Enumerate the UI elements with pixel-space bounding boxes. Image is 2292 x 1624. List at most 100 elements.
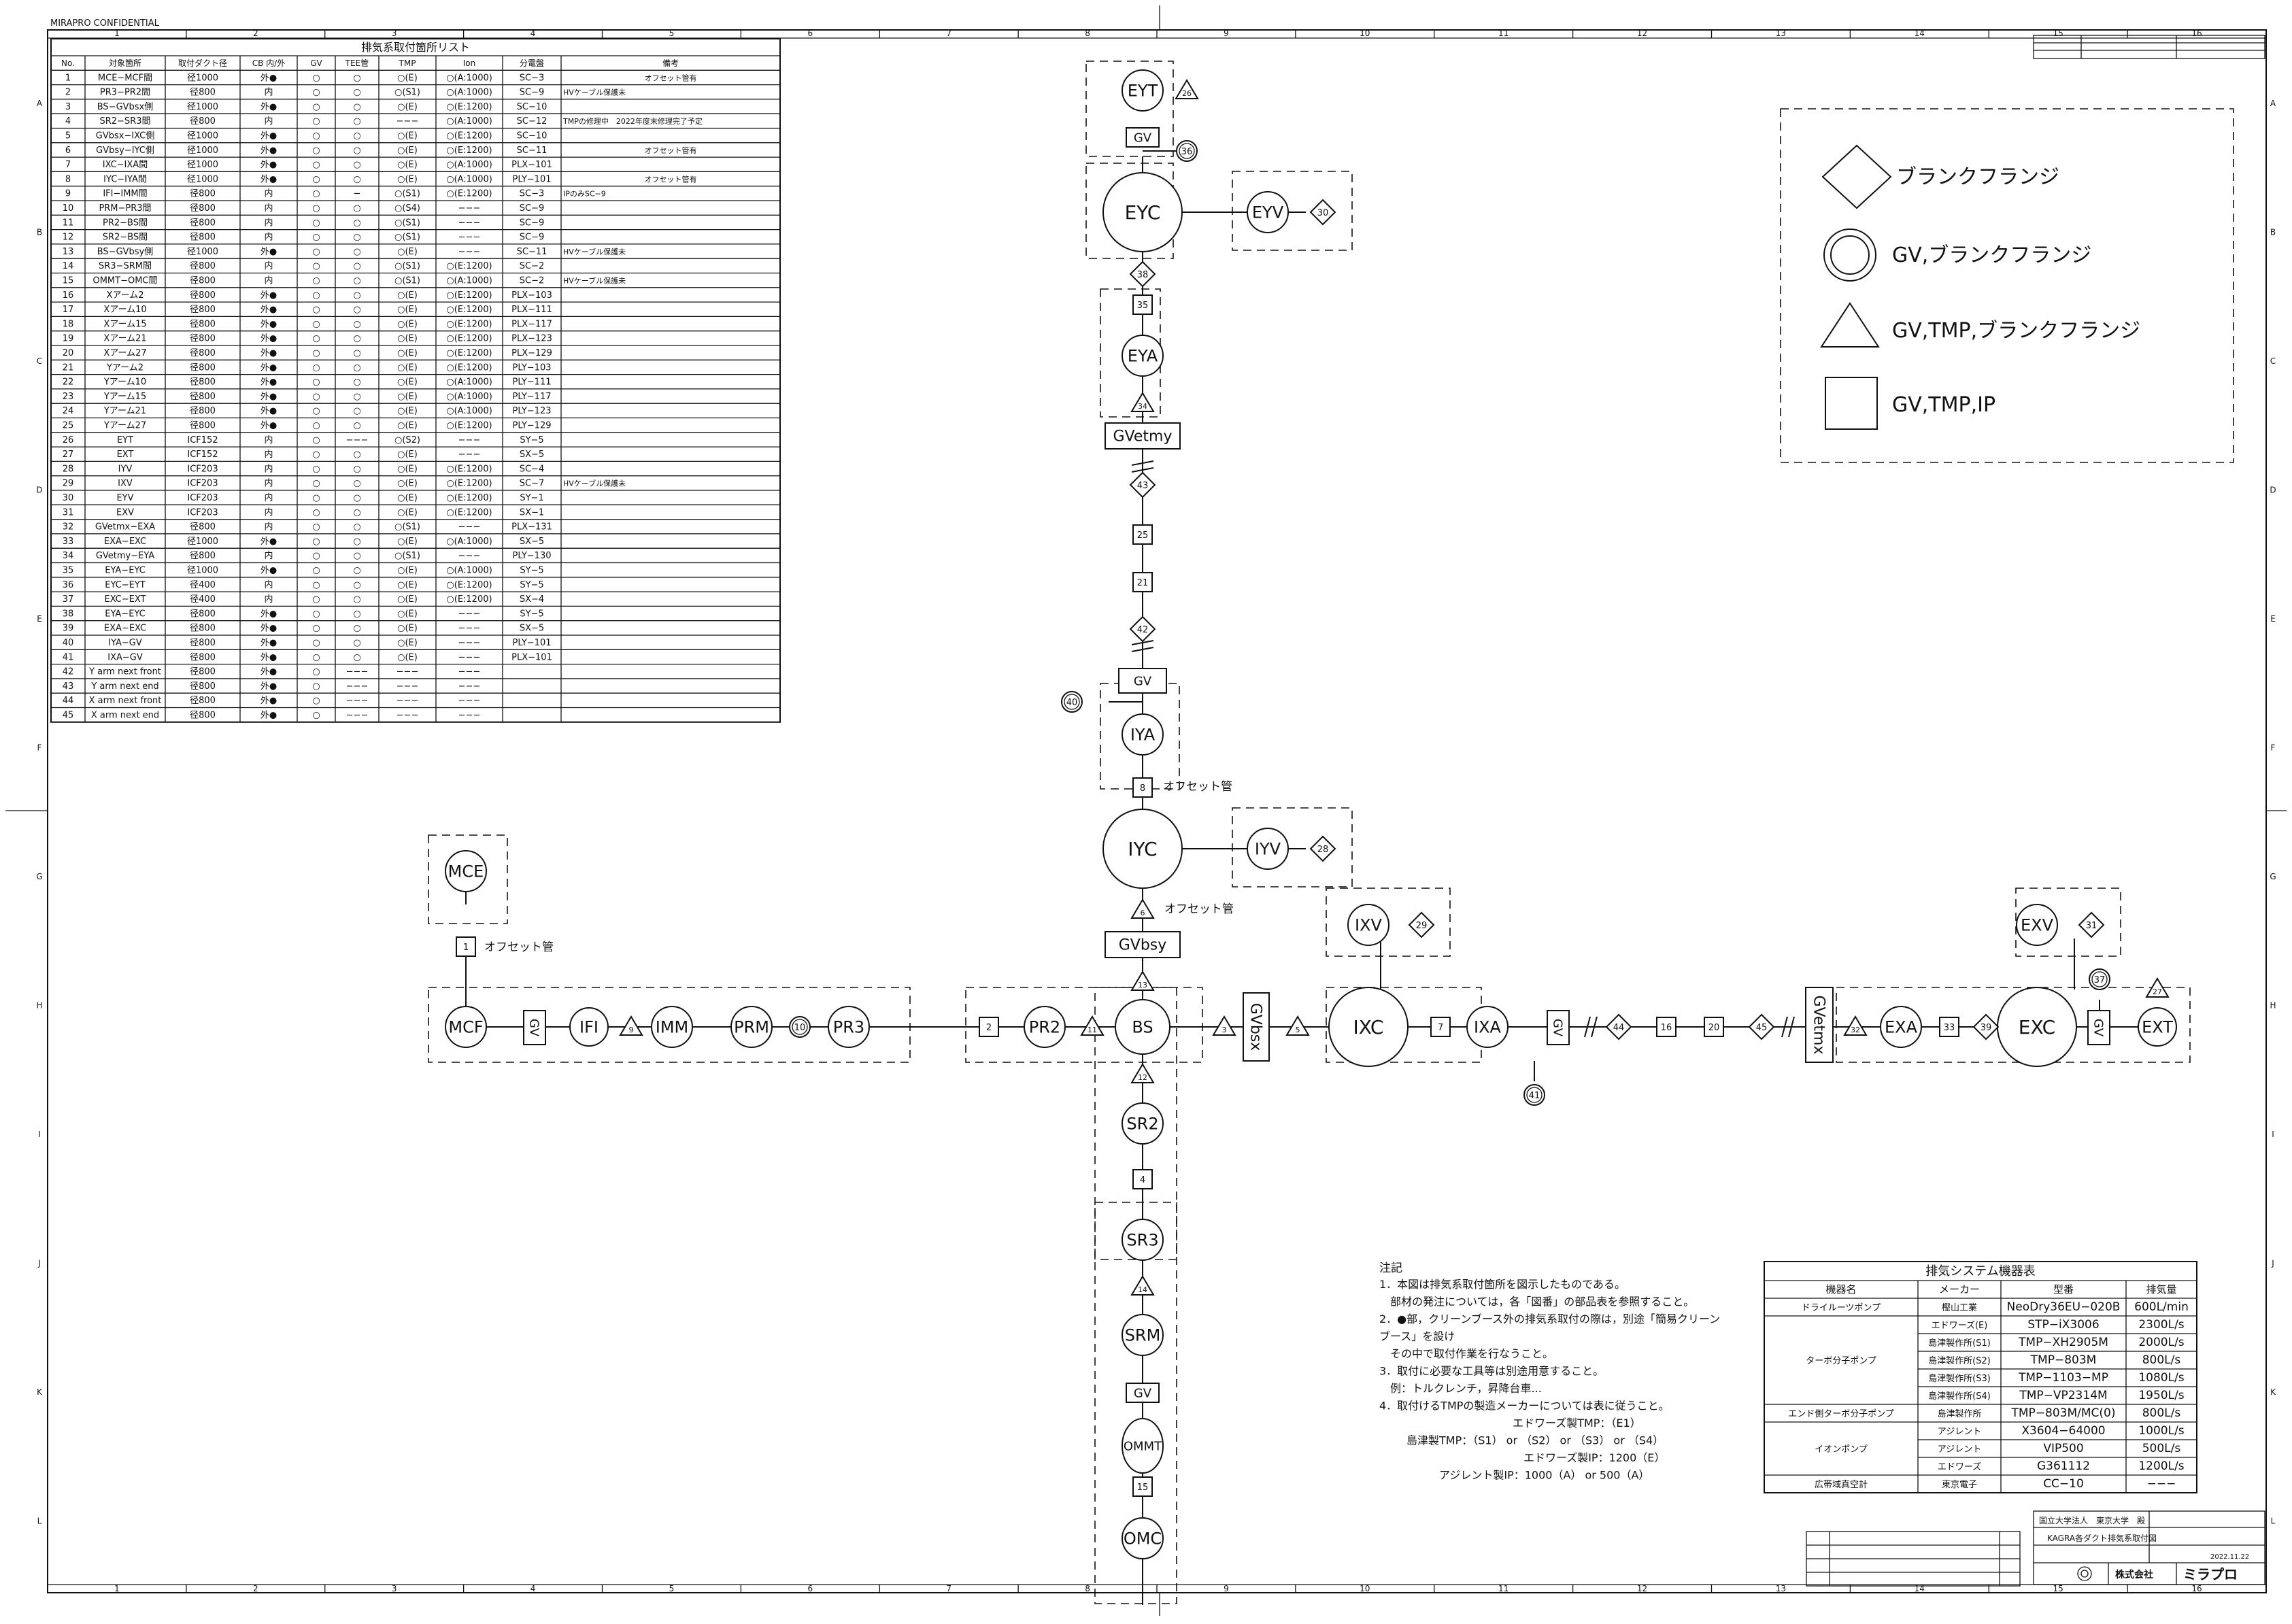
row-marker: F (37, 743, 42, 752)
row-marker: K (37, 1387, 43, 1397)
table-cell: 外● (260, 392, 277, 402)
row-marker: B (37, 227, 42, 237)
table-cell: 42 (63, 667, 74, 677)
table-cell: 39 (63, 624, 74, 634)
chamber-ixa: IXA (1466, 1006, 1509, 1048)
table-cell: 内 (264, 522, 273, 532)
table-cell: イオンポンプ (1815, 1444, 1868, 1455)
row-marker: F (2271, 743, 2276, 752)
port-table-header: CB 内/外 (252, 58, 285, 68)
table-cell: −−− (458, 667, 481, 677)
table-cell: ICF152 (187, 450, 218, 460)
table-cell: ○(E:1200) (446, 261, 492, 271)
table-cell: 25 (63, 421, 74, 431)
table-cell: PLX−129 (511, 348, 552, 358)
table-cell: PLY−111 (512, 377, 551, 388)
table-cell: ○(S1) (394, 218, 420, 228)
port-number: 20 (1708, 1023, 1720, 1033)
confidential-label: MIRAPRO CONFIDENTIAL (50, 18, 160, 29)
table-cell: PLX−111 (511, 305, 552, 315)
legend-label: ブランクフランジ (1896, 165, 2059, 189)
table-cell: −−− (2147, 1477, 2176, 1491)
table-cell: −−− (397, 711, 419, 721)
row-marker: H (36, 1000, 42, 1010)
table-cell: SC−4 (520, 464, 545, 474)
table-cell: ○ (353, 537, 360, 547)
table-cell: ○ (312, 348, 320, 358)
column-marker: 16 (2191, 29, 2202, 38)
table-cell: 外● (260, 711, 277, 721)
port-table-header: TMP (399, 58, 416, 68)
table-cell: SC−11 (517, 247, 547, 257)
table-cell: ○ (312, 305, 320, 315)
chamber-label: SR2 (1126, 1115, 1158, 1134)
valve-gvetmx: GVetmx (1805, 987, 1834, 1063)
table-cell: MCE−MCF間 (98, 73, 152, 83)
table-cell: 外● (260, 319, 277, 329)
table-cell: −−− (458, 652, 481, 662)
chamber-label: PR2 (1029, 1018, 1060, 1037)
table-cell: Xアーム15 (103, 319, 146, 329)
table-cell: 径1000 (187, 160, 218, 170)
table-cell: 外● (260, 174, 277, 184)
table-cell: EYV (116, 493, 133, 503)
table-cell: 800L/s (2142, 1406, 2181, 1420)
chamber-label: IYC (1128, 838, 1157, 860)
valve-gv: GV (2087, 1010, 2110, 1045)
table-cell: ○ (312, 551, 320, 561)
port-table-header: 取付ダクト径 (178, 58, 227, 68)
table-cell: 径800 (190, 638, 216, 648)
equipment-table-header: メーカー (1939, 1283, 1980, 1296)
table-cell: 内 (264, 188, 273, 199)
legend-label: GV,TMP,ブランクフランジ (1892, 319, 2140, 343)
port-marker-16: 16 (1656, 1017, 1676, 1037)
table-cell: X arm next end (91, 711, 159, 721)
table-cell: 26 (63, 435, 74, 445)
table-cell: SC−2 (520, 276, 545, 286)
chamber-eyt: EYT (1122, 69, 1164, 112)
table-cell: 径800 (190, 348, 216, 358)
chamber-label: BS (1132, 1018, 1153, 1037)
column-marker: 15 (2053, 29, 2063, 38)
table-cell: ○(S1) (394, 522, 420, 532)
port-marker-6: 6 (1130, 898, 1155, 919)
port-marker-34: 34 (1130, 392, 1155, 412)
table-cell: GVbsy−IYC側 (96, 146, 154, 156)
chamber-exv: EXV (2016, 904, 2058, 946)
table-cell: 外● (260, 421, 277, 431)
table-cell: ○(A:1000) (446, 392, 492, 402)
table-cell: −−− (397, 696, 419, 706)
table-cell: 径800 (190, 290, 216, 301)
table-cell: オフセット管有 (645, 174, 697, 184)
table-cell: HVケーブル保護未 (563, 247, 626, 256)
port-marker-42: 42 (1129, 615, 1156, 643)
table-cell: ○(A:1000) (446, 377, 492, 388)
port-table-header: TEE管 (345, 58, 369, 68)
port-marker-41: 41 (1523, 1084, 1545, 1106)
valve-label: GV (1134, 1386, 1152, 1400)
table-cell: ドライルーツポンプ (1802, 1303, 1881, 1313)
table-cell: ○(S1) (394, 88, 420, 98)
table-cell: SC−10 (517, 131, 547, 141)
table-cell: 8 (65, 174, 71, 184)
table-cell: 44 (63, 696, 74, 706)
legend-label: GV,ブランクフランジ (1892, 243, 2091, 267)
table-cell: ○(E) (397, 450, 418, 460)
drawing-date: 2022.11.22 (2210, 1553, 2249, 1561)
table-cell: −−− (458, 218, 481, 228)
table-cell: 内 (264, 275, 273, 286)
table-cell: 外● (260, 146, 277, 156)
note-line: その中で取付作業を行なうこと。 (1379, 1347, 1553, 1360)
table-cell: 径800 (190, 711, 216, 721)
table-cell: ○ (353, 203, 360, 214)
port-number: 26 (1182, 89, 1192, 98)
table-cell: ○ (353, 305, 360, 315)
chamber-label: EYA (1128, 347, 1158, 366)
table-cell: EXV (116, 507, 134, 518)
table-cell: −−− (346, 435, 369, 445)
